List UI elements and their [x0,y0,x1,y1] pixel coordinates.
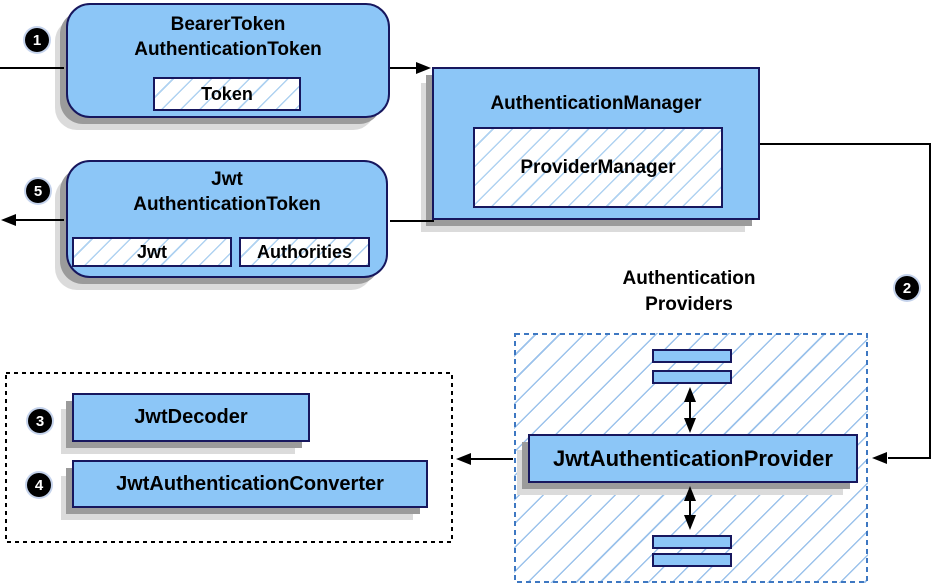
bearer-token-title-line1: BearerToken [170,14,286,35]
authentication-providers-label: Authentication Providers [574,266,804,318]
authorities-field: Authorities [239,237,370,267]
step-badge-4: 4 [27,473,51,497]
bearer-token-authentication-token-box: BearerToken AuthenticationToken Token [66,3,390,118]
token-field: Token [153,77,301,111]
provider-slot-rect [652,535,732,549]
connector-token-out [1,214,64,226]
authentication-manager-box: AuthenticationManager ProviderManager [432,67,760,220]
step-badge-1: 1 [25,28,49,52]
jwt-field: Jwt [72,237,232,267]
provider-slot-rect [652,370,732,384]
jwt-authentication-token-box: Jwt AuthenticationToken Jwt Authorities [66,160,388,278]
jwt-authentication-converter-box: JwtAuthenticationConverter [72,460,428,508]
jwt-authentication-provider-box: JwtAuthenticationProvider [528,434,858,483]
authentication-providers-label-line1: Authentication [622,268,756,289]
jwt-decoder-box: JwtDecoder [72,393,310,442]
bearer-token-title-line2: AuthenticationToken [134,39,322,60]
jwt-token-title-line2: AuthenticationToken [133,194,321,215]
provider-slot-rect [652,349,732,363]
jwt-token-title-line1: Jwt [211,169,243,190]
jwt-token-title: Jwt AuthenticationToken [68,167,386,217]
step-badge-2: 2 [895,276,919,300]
bearer-token-title: BearerToken AuthenticationToken [68,12,388,62]
provider-manager-field: ProviderManager [473,127,723,208]
step-badge-5: 5 [26,179,50,203]
connector-provider-to-decoder-group [456,453,513,465]
step-badge-3: 3 [28,409,52,433]
authentication-manager-title: AuthenticationManager [490,93,702,114]
connector-bearer-to-manager [390,62,431,74]
provider-slot-rect [652,553,732,567]
authentication-providers-label-line2: Providers [645,294,733,315]
